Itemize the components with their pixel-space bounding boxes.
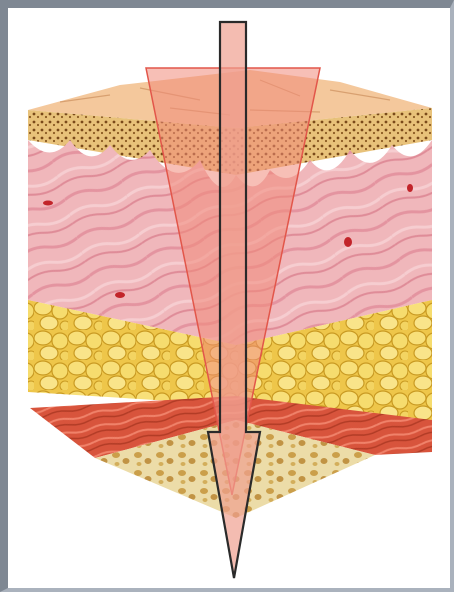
blood-vessel — [344, 237, 352, 247]
blood-vessel — [43, 201, 53, 206]
blood-vessel — [407, 184, 413, 192]
blood-vessel — [115, 292, 125, 298]
